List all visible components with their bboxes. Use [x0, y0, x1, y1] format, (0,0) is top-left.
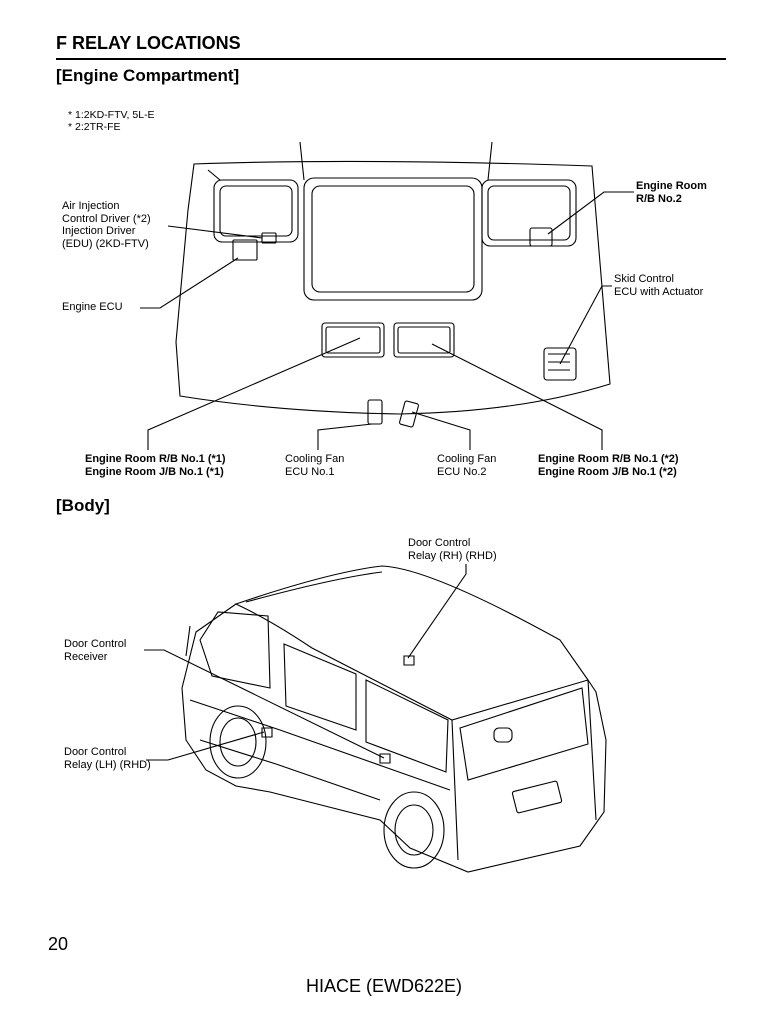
page-number: 20: [48, 934, 69, 954]
leader-skid: [560, 286, 612, 364]
door-control-receiver-box: [380, 754, 390, 763]
label-door-control-relay-lh: Door Control Relay (LH) (RHD): [64, 746, 151, 771]
leader-engine-ecu: [140, 258, 238, 308]
leader-relay-lh: [146, 732, 264, 760]
leader-rb1-star1: [148, 338, 360, 450]
label-door-control-relay-rh: Door Control Relay (RH) (RHD): [408, 537, 497, 562]
body-heading: [Body]: [56, 496, 110, 515]
label-skid-control: Skid Control ECU with Actuator: [614, 273, 704, 298]
license-plate: [512, 781, 562, 813]
engine-room-rb2-box: [530, 228, 552, 246]
rear-wheel: [384, 792, 444, 868]
rear-wiper: [494, 728, 512, 742]
engine-room-rb1-star2-box: [394, 323, 454, 357]
label-cooling-fan-2: Cooling Fan ECU No.2: [437, 453, 497, 478]
van-roof: [236, 566, 588, 720]
van-body-outline: [182, 604, 606, 872]
engine-room-rb1-star1-box: [322, 323, 384, 357]
leader-rb1-star2: [432, 344, 602, 450]
label-door-control-receiver: Door Control Receiver: [64, 638, 127, 663]
engine-bay-outline: [176, 161, 610, 414]
rear-window: [460, 688, 588, 780]
footer-model: HIACE (EWD622E): [305, 976, 463, 996]
antenna: [186, 626, 190, 656]
windshield: [200, 612, 270, 688]
panel-left: [214, 180, 298, 242]
footnote-1: * 1:2KD-FTV, 5L-E: [68, 109, 155, 121]
footnote-2: * 2:2TR-FE: [68, 121, 121, 133]
cooling-fan-ecu-2-box: [399, 401, 419, 428]
leader-cooling-2: [412, 412, 470, 450]
rear-hatch: [452, 680, 596, 860]
leader-receiver: [144, 650, 384, 758]
leader-cooling-1: [318, 424, 372, 450]
leader-air-injection: [168, 226, 262, 238]
front-wheel: [210, 706, 266, 778]
firewall-edge: [208, 142, 492, 180]
leader-rb2: [548, 192, 634, 234]
section-title: F RELAY LOCATIONS: [56, 33, 241, 53]
side-window-front: [284, 644, 356, 730]
label-engine-room-no1-star1: Engine Room R/B No.1 (*1) Engine Room J/…: [85, 453, 226, 478]
label-engine-room-no1-star2: Engine Room R/B No.1 (*2) Engine Room J/…: [538, 453, 679, 478]
engine-compartment-heading: [Engine Compartment]: [56, 66, 240, 85]
title-divider: [56, 58, 726, 60]
label-engine-room-rb2: Engine Room R/B No.2: [636, 180, 707, 205]
label-air-injection: Air Injection Control Driver (*2) Inject…: [62, 200, 151, 250]
side-window-rear: [366, 680, 448, 772]
cooling-fan-ecu-1-box: [368, 400, 382, 424]
label-cooling-fan-1: Cooling Fan ECU No.1: [285, 453, 345, 478]
leader-relay-rh: [408, 564, 466, 658]
engine-ecu-box: [233, 240, 257, 260]
skid-control-ecu-box: [544, 348, 576, 380]
label-engine-ecu: Engine ECU: [62, 301, 123, 313]
